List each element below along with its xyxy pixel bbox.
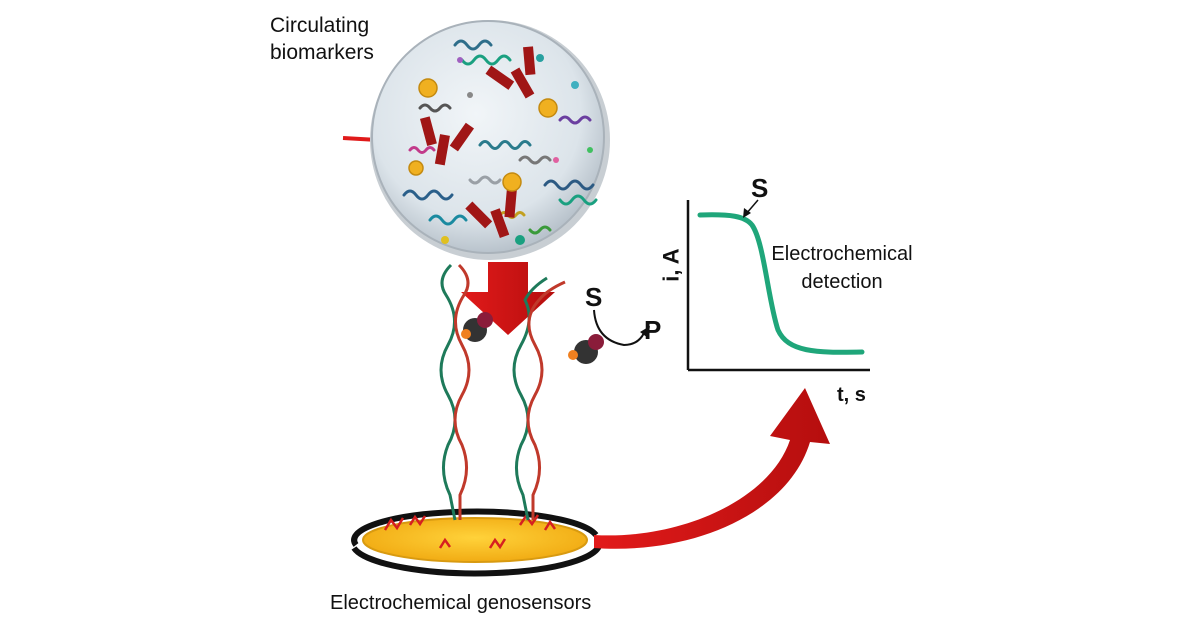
circulating-biomarkers-label: Circulating biomarkers	[270, 12, 374, 66]
antibody-icon	[419, 46, 536, 239]
detection-line1: Electrochemical	[771, 243, 913, 265]
biomarker-sphere-icon	[370, 20, 610, 260]
y-axis-label: i, A	[658, 248, 684, 282]
x-axis-label: t, s	[837, 384, 866, 406]
circulating-line1: Circulating	[270, 14, 370, 37]
product-label: P	[644, 315, 662, 345]
graph-substrate-label: S	[751, 173, 769, 203]
detection-curve	[697, 212, 865, 355]
enzyme-label-icon	[461, 312, 604, 364]
conversion-arrow-icon	[593, 309, 645, 347]
detection-line2: detection	[801, 271, 883, 293]
electrode-icon	[351, 508, 603, 577]
down-arrow-icon	[461, 262, 555, 335]
curved-arrow-icon	[594, 388, 830, 549]
dna-helix-icon	[439, 263, 566, 521]
graph-axes	[686, 200, 870, 372]
substrate-label: S	[585, 282, 603, 312]
genosensors-label: Electrochemical genosensors	[330, 592, 592, 614]
electrochemical-detection-label: Electrochemical detection	[752, 240, 932, 296]
circulating-line2: biomarkers	[270, 41, 374, 64]
